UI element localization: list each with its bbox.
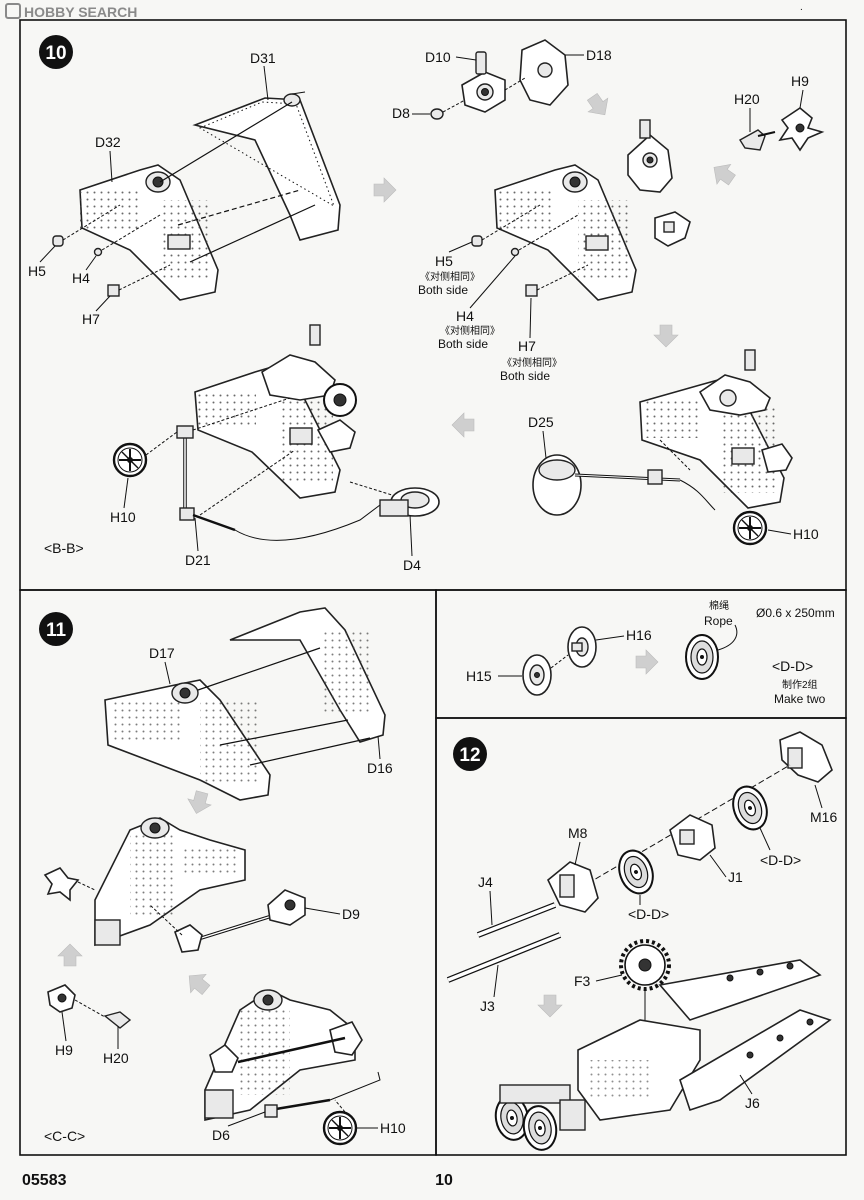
step11-number: 11 (46, 620, 67, 641)
step12-badge (453, 737, 487, 771)
label-DD1: <D-D> (760, 852, 801, 868)
label-D6: D6 (212, 1127, 230, 1143)
make-two-en: Make two (774, 692, 826, 706)
label-H5: H5 (28, 263, 46, 279)
label-D16: D16 (367, 760, 393, 776)
model-code: 05583 (22, 1172, 67, 1189)
frame-assembly-d (532, 349, 793, 546)
label-D10: D10 (425, 49, 451, 65)
label-H4b: H4 (456, 308, 474, 324)
label-M8: M8 (568, 825, 588, 841)
label-J4: J4 (478, 874, 493, 890)
note-cn-h7: 《对侧相同》 (502, 356, 562, 369)
watermark-text: HOBBY SEARCH (24, 4, 137, 20)
label-H15: H15 (466, 668, 492, 684)
note-cn-h4: 《对侧相同》 (440, 324, 500, 337)
trail-assembly-bottom (204, 989, 381, 1146)
flow-arrow-up (57, 943, 83, 967)
step11-badge (39, 612, 73, 646)
label-D25: D25 (528, 414, 554, 430)
flow-arrow-diag-left (181, 966, 215, 1000)
label-H4: H4 (72, 270, 90, 286)
subassembly-dd: H15 H16 棉绳 Rope Ø0.6 x 250mm <D-D> 制作2组 … (466, 599, 835, 706)
note-en-h4: Both side (438, 337, 488, 351)
step10-section-tag: <B-B> (44, 540, 84, 556)
frame-assembly-a (52, 91, 341, 301)
step11-section-tag: <C-C> (44, 1128, 85, 1144)
flow-arrow-diag (582, 89, 616, 123)
label-D32: D32 (95, 134, 121, 150)
flow-arrow-down (184, 788, 214, 817)
step10-badge (39, 35, 73, 69)
label-D18: D18 (586, 47, 612, 63)
label-H9: H9 (55, 1042, 73, 1058)
label-H10a: H10 (110, 509, 136, 525)
label-M16: M16 (810, 809, 837, 825)
label-H9: H9 (791, 73, 809, 89)
label-J1: J1 (728, 869, 743, 885)
watermark: HOBBY SEARCH (5, 3, 137, 20)
crank-parts (739, 107, 825, 152)
label-H7: H7 (82, 311, 100, 327)
rope-en: Rope (704, 614, 733, 628)
axle-explosion (446, 731, 833, 983)
flow-arrow-down (537, 994, 563, 1018)
label-D9: D9 (342, 906, 360, 922)
wheel-parts-dd (522, 624, 738, 696)
flow-arrow-right (635, 649, 659, 675)
label-DD2: <D-D> (628, 906, 669, 922)
note-en-h5: Both side (418, 283, 468, 297)
label-H5b: H5 (435, 253, 453, 269)
label-H10b: H10 (793, 526, 819, 542)
label-H16: H16 (626, 627, 652, 643)
frame-assembly-b (471, 119, 691, 301)
page-number: 10 (435, 1172, 453, 1189)
crank-parts-11 (47, 984, 132, 1029)
step12: 12 M16 M8 J1 (446, 731, 837, 1154)
label-J6: J6 (745, 1095, 760, 1111)
make-two-cn: 制作2组 (782, 678, 818, 691)
flow-arrow-left (451, 412, 475, 438)
trail-assembly-mid (43, 817, 306, 953)
svg-text:.: . (800, 2, 803, 13)
flow-arrow-right (373, 177, 397, 203)
flow-arrow-diag-left (706, 157, 740, 191)
label-D31: D31 (250, 50, 276, 66)
note-cn-h5: 《对侧相同》 (420, 270, 480, 283)
step12-panel (435, 717, 847, 1156)
rope-spec: Ø0.6 x 250mm (756, 606, 835, 620)
dd-section-tag: <D-D> (772, 658, 813, 674)
label-H20: H20 (103, 1050, 129, 1066)
flow-arrow-down (653, 324, 679, 348)
step11: 11 D17 D16 (39, 607, 406, 1146)
frame-assembly-c (112, 324, 440, 541)
step10: 10 D31 D32 (28, 35, 825, 573)
label-D21: D21 (185, 552, 211, 568)
label-D8: D8 (392, 105, 410, 121)
step12-number: 12 (459, 745, 480, 766)
label-D4: D4 (403, 557, 421, 573)
note-en-h7: Both side (500, 369, 550, 383)
elevation-housing (430, 39, 569, 120)
chassis-assembly (491, 959, 832, 1154)
label-F3: F3 (574, 973, 591, 989)
label-H10: H10 (380, 1120, 406, 1136)
label-D17: D17 (149, 645, 175, 661)
step10-number: 10 (45, 43, 66, 64)
label-H20: H20 (734, 91, 760, 107)
rope-cn: 棉绳 (709, 599, 729, 612)
label-J3: J3 (480, 998, 495, 1014)
trail-plates (104, 607, 386, 801)
label-H7b: H7 (518, 338, 536, 354)
